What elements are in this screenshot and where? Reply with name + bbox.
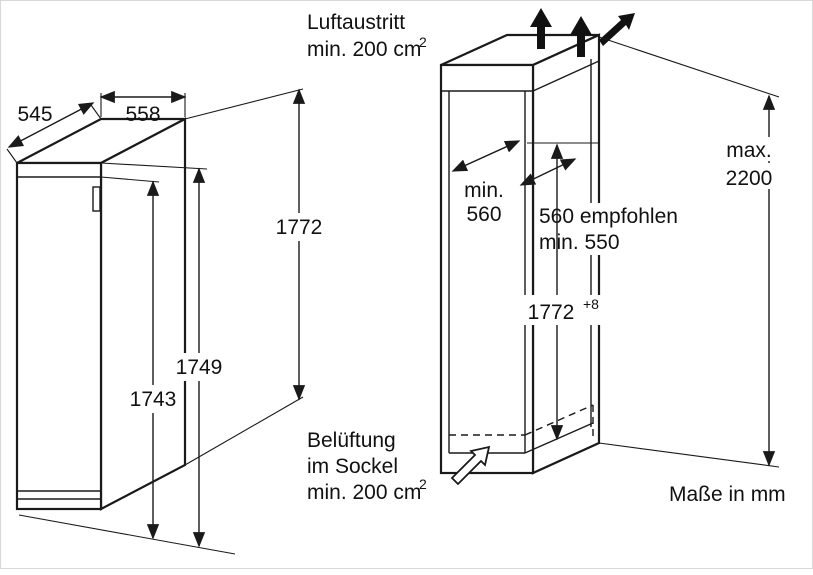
appliance-drawing: 545 558 1772 1749 174	[6, 88, 327, 555]
base-airflow-arrow-icon	[450, 445, 491, 486]
label-background	[125, 385, 181, 413]
base-vent-line2: im Sockel	[307, 455, 398, 478]
dim-label-width: 558	[125, 103, 160, 126]
appliance-front-face	[15, 161, 103, 511]
niche-drawing: Luftaustritt min. 200 cm 2 min. 560 560 …	[307, 8, 787, 504]
depth-recommended-line2: min. 550	[539, 231, 620, 254]
top-panel-side-line	[532, 60, 600, 92]
dim-label-height-total: 1772	[276, 216, 323, 239]
units-label: Maße in mm	[669, 483, 786, 506]
dim-height-1749: 1749	[100, 162, 227, 548]
extension-line	[598, 442, 780, 468]
extension-line	[6, 148, 18, 164]
label-background	[271, 213, 327, 241]
base-vent-line1: Belüftung	[307, 429, 396, 452]
label-background	[517, 295, 607, 325]
door-handle	[92, 186, 101, 212]
niche-height-value: 1772	[528, 301, 575, 324]
depth-min-line1: min.	[464, 179, 504, 202]
dim-height-1772: 1772	[184, 88, 327, 466]
air-outlet-line2: min. 200 cm	[307, 38, 421, 61]
dim-width-558: 558	[99, 90, 187, 126]
extension-line	[90, 104, 102, 120]
dim-niche-height: 1772 +8	[517, 142, 607, 441]
base-vent-label: Belüftung im Sockel min. 200 cm 2	[307, 429, 491, 504]
label-background	[715, 137, 781, 161]
floor-extension-line	[18, 514, 236, 555]
dim-label-depth: 545	[17, 103, 52, 126]
dim-max-2200: max. 2200	[598, 36, 787, 468]
dim-label-height-door: 1743	[130, 388, 177, 411]
extension-line	[184, 396, 304, 466]
max-height-line1: max.	[726, 139, 772, 162]
dim-depth-min-560: min. 560	[451, 140, 521, 226]
depth-recommended-line1: 560 empfohlen	[539, 205, 678, 228]
airflow-up-arrow-icon	[530, 8, 552, 49]
air-outlet-line1: Luftaustritt	[307, 11, 405, 34]
base-vent-line3: min. 200 cm	[307, 481, 421, 504]
dim-depth-545: 545	[6, 102, 102, 164]
niche-front-frame	[439, 63, 535, 475]
dim-height-1743: 1743	[100, 176, 181, 540]
extension-line	[100, 162, 208, 170]
air-outlet-superscript: 2	[419, 34, 427, 50]
appliance-side-face	[99, 117, 187, 511]
dimension-line	[451, 140, 521, 172]
max-height-line2: 2200	[726, 167, 773, 190]
depth-min-line2: 560	[466, 203, 501, 226]
dimension-line	[7, 102, 95, 148]
airflow-up-arrow-icon	[570, 16, 592, 57]
air-outlet-label: Luftaustritt min. 200 cm 2	[307, 11, 427, 61]
extension-line	[184, 88, 304, 120]
label-background	[711, 163, 787, 189]
extension-line	[598, 36, 780, 98]
airflow-angled-arrow-icon	[599, 13, 635, 46]
label-background	[171, 353, 227, 381]
base-vent-superscript: 2	[419, 476, 427, 492]
dimension-line	[519, 158, 577, 186]
niche-height-tolerance: +8	[583, 296, 599, 312]
dim-label-height-side: 1749	[176, 356, 223, 379]
